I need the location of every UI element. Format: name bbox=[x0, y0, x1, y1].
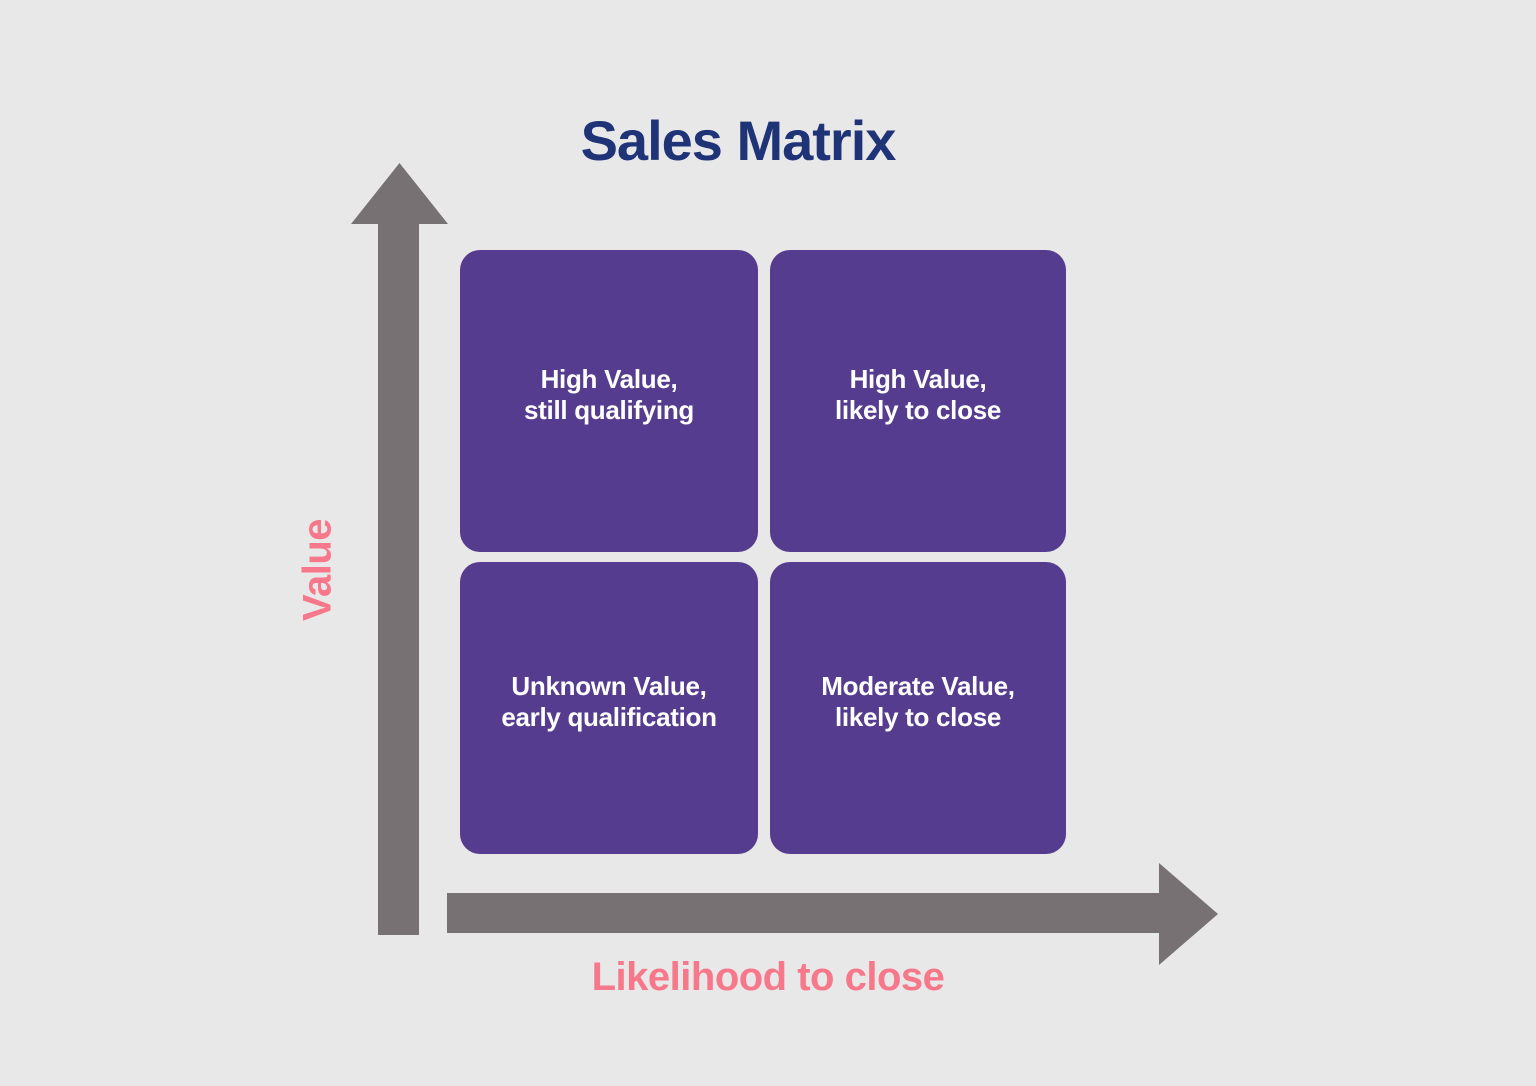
x-axis-label: Likelihood to close bbox=[591, 955, 945, 999]
quadrant-bottom-right-label: Moderate Value, likely to close bbox=[821, 671, 1015, 732]
quadrant-bottom-left: Unknown Value, early qualification bbox=[460, 562, 758, 854]
quadrant-bottom-right: Moderate Value, likely to close bbox=[770, 562, 1066, 854]
quadrant-bottom-left-label: Unknown Value, early qualification bbox=[501, 671, 717, 732]
quadrant-top-right: High Value, likely to close bbox=[770, 250, 1066, 552]
x-axis-arrow-icon bbox=[447, 863, 1218, 965]
diagram-title: Sales Matrix bbox=[580, 109, 897, 172]
quadrant-top-left-label: High Value, still qualifying bbox=[524, 364, 694, 425]
y-axis-arrow-icon bbox=[351, 163, 448, 935]
quadrant-top-right-label: High Value, likely to close bbox=[834, 364, 1002, 425]
y-axis-label: Value bbox=[295, 518, 340, 622]
quadrant-top-left: High Value, still qualifying bbox=[460, 250, 758, 552]
